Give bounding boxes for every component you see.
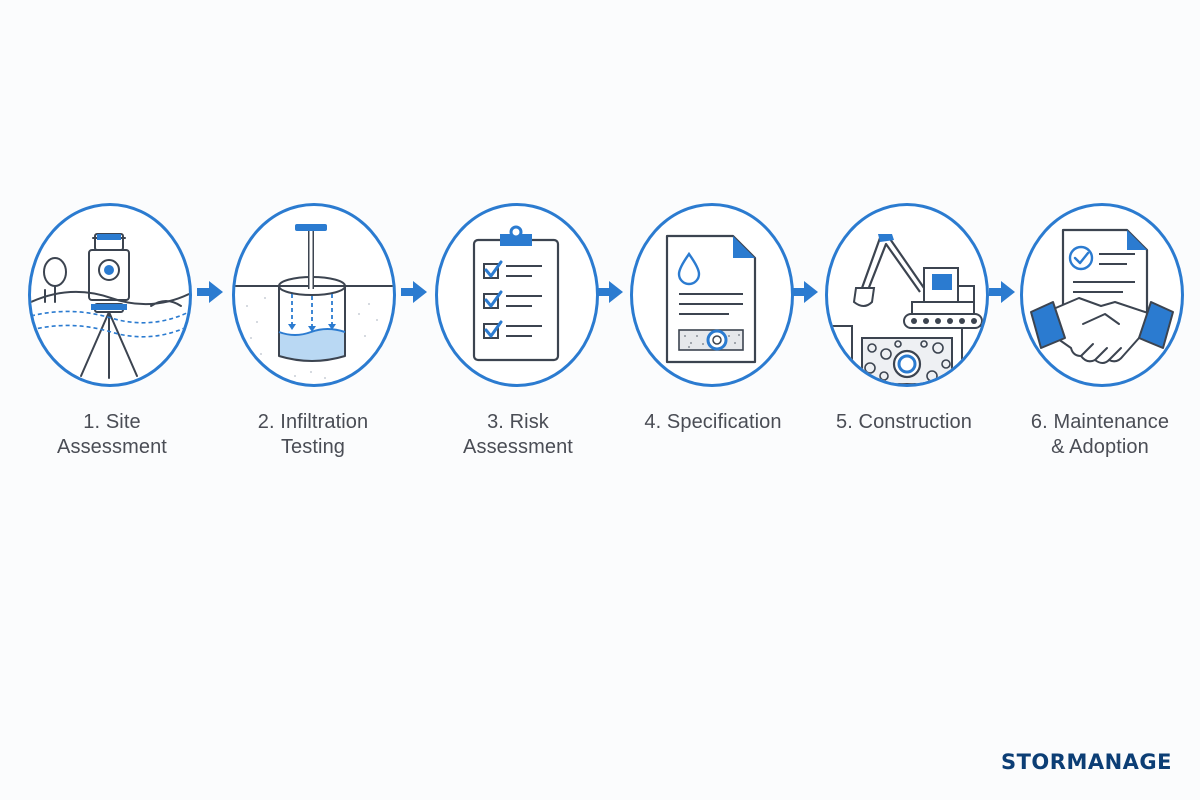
step-4-circle <box>630 203 794 387</box>
step-label-line: Assessment <box>57 436 167 458</box>
step-label-line: Testing <box>280 436 346 458</box>
step-label-line: 3. Risk <box>487 411 549 433</box>
step-3-circle <box>435 203 599 387</box>
step-3-label: 3. Risk Assessment <box>418 410 618 460</box>
arrow-right-icon <box>792 281 818 303</box>
infiltration-test-pit-icon <box>235 224 393 379</box>
arrow-right-icon <box>597 281 623 303</box>
excavator-icon <box>828 234 986 384</box>
arrow-right-icon <box>989 281 1015 303</box>
step-1-label: 1. Site Assessment <box>12 410 212 460</box>
brand-logo: STORMANAGE <box>1000 750 1172 774</box>
arrow-right-icon <box>401 281 427 303</box>
handshake-document-icon <box>1030 228 1174 364</box>
step-label-line: Assessment <box>463 436 573 458</box>
step-label-line: & Adoption <box>1051 436 1149 458</box>
step-5-circle <box>825 203 989 387</box>
step-label-line: 2. Infiltration <box>257 411 369 433</box>
step-label-line: 4. Specification <box>644 411 782 433</box>
arrow-right-icon <box>197 281 223 303</box>
step-label-line: 1. Site <box>83 411 141 433</box>
step-label-line: 5. Construction <box>835 411 972 433</box>
step-label-line: 6. Maintenance <box>1030 411 1170 433</box>
step-4-label: 4. Specification <box>613 410 813 435</box>
specification-document-icon <box>665 234 757 364</box>
step-6-circle <box>1020 203 1184 387</box>
step-2-label: 2. Infiltration Testing <box>213 410 413 460</box>
step-5-label: 5. Construction <box>804 410 1004 435</box>
surveying-instrument-icon <box>31 233 189 379</box>
step-2-circle <box>232 203 396 387</box>
step-1-circle <box>28 203 192 387</box>
clipboard-checklist-icon <box>472 225 560 362</box>
step-6-label: 6. Maintenance & Adoption <box>1000 410 1200 460</box>
